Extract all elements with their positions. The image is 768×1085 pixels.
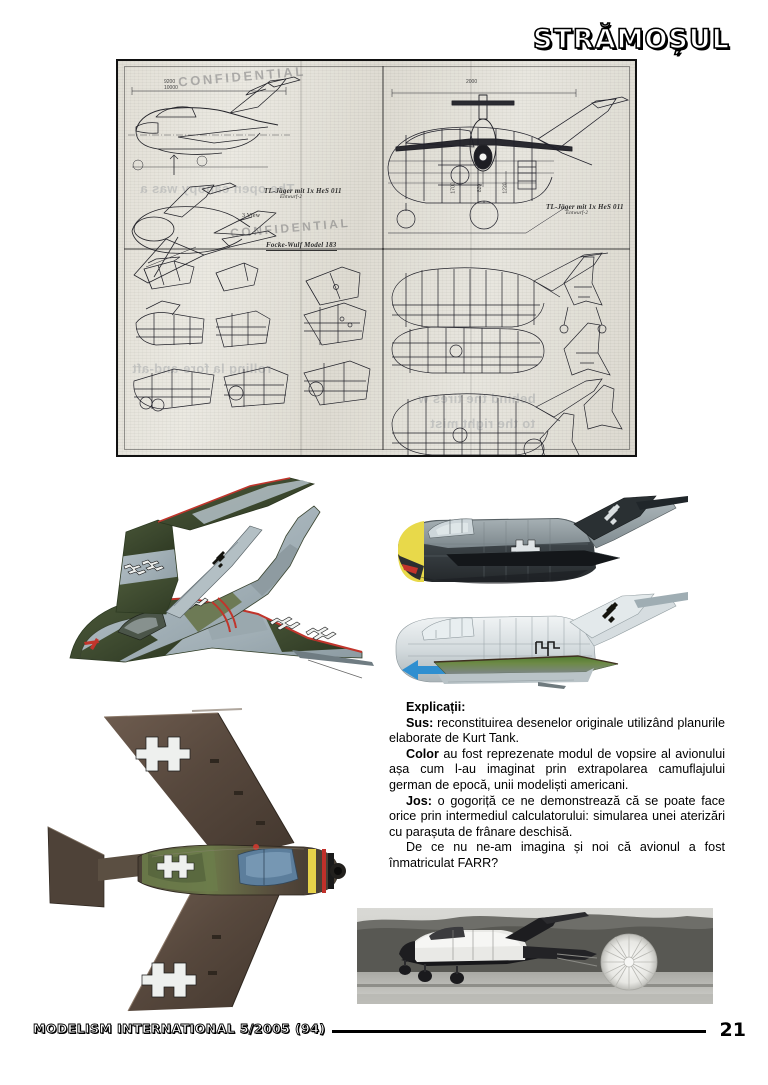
landing-with-drogue-chute-photo bbox=[357, 908, 713, 1004]
caption-heading: Explicații: bbox=[406, 700, 466, 714]
page-title: STRĂMOȘUL bbox=[532, 23, 730, 56]
drawing-model-caption: Focke-Wulf Model 183 bbox=[266, 241, 337, 251]
footer-publication: MODELISM INTERNATIONAL 5/2005 (94) bbox=[33, 1021, 326, 1037]
technical-drawing-panel: The open canopy was a rolling la fore-an… bbox=[116, 59, 637, 457]
drawing-cell-3view bbox=[124, 66, 384, 250]
caption-paragraph-3: Jos: o gogoriță ce ne demonstrează că se… bbox=[389, 794, 725, 841]
dimension-label: 820 bbox=[477, 183, 484, 193]
dimension-label: 1700 bbox=[450, 182, 457, 194]
render-side-profile-dark bbox=[388, 495, 688, 592]
caption-paragraph-4: De ce nu ne-am imagina și noi că avionul… bbox=[389, 840, 725, 871]
page-number: 21 bbox=[719, 1019, 746, 1041]
drawing-cell-cutaway bbox=[382, 66, 630, 250]
dimension-label: 9200 bbox=[164, 79, 176, 85]
caption-lead-2: Color bbox=[406, 746, 439, 761]
footer-rule bbox=[332, 1030, 706, 1033]
render-side-profile-light bbox=[388, 590, 688, 690]
caption-paragraph-1: Sus: reconstituirea desenelor originale … bbox=[389, 716, 725, 747]
drawing-label-variant: Entwurf-2 bbox=[280, 195, 303, 200]
render-three-quarter-camouflage-view bbox=[62, 462, 382, 690]
caption-text-1: reconstituirea desenelor originale utili… bbox=[389, 715, 725, 746]
scan-fold-line bbox=[300, 61, 302, 455]
caption-text-4: De ce nu ne-am imagina și noi că avionul… bbox=[389, 840, 725, 870]
dimension-label: 1220 bbox=[502, 182, 509, 194]
caption-lead-1: Sus: bbox=[406, 715, 434, 730]
drawing-cell-components bbox=[124, 248, 384, 450]
caption-lead-3: Jos: bbox=[406, 793, 432, 808]
caption-paragraph-2: Color au fost reprezenate modul de vopsi… bbox=[389, 747, 725, 794]
three-view-line-drawing bbox=[118, 61, 635, 455]
dimension-label: 10000 bbox=[164, 85, 178, 91]
drawing-label-designation: TL-Jäger mit 1x HeS 011 bbox=[546, 203, 624, 211]
drawing-label-designation: TL-Jäger mit 1x HeS 011 bbox=[264, 187, 342, 195]
caption-text-2: au fost reprezenate modul de vopsire al … bbox=[389, 746, 726, 792]
page-footer: MODELISM INTERNATIONAL 5/2005 (94) 21 bbox=[0, 1019, 768, 1045]
drawing-view-note: 3 View bbox=[242, 213, 261, 219]
caption-block: Explicații: Sus: reconstituirea desenelo… bbox=[389, 700, 725, 872]
drawing-cell-structure bbox=[382, 248, 630, 450]
drawing-label-variant: Entwurf-2 bbox=[566, 211, 589, 216]
render-planform-top-view bbox=[42, 695, 372, 1013]
caption-text-3: o gogoriță ce ne demonstrează că se poat… bbox=[389, 793, 726, 839]
scan-fold-line bbox=[470, 61, 472, 455]
dimension-label: 2000 bbox=[466, 79, 478, 85]
